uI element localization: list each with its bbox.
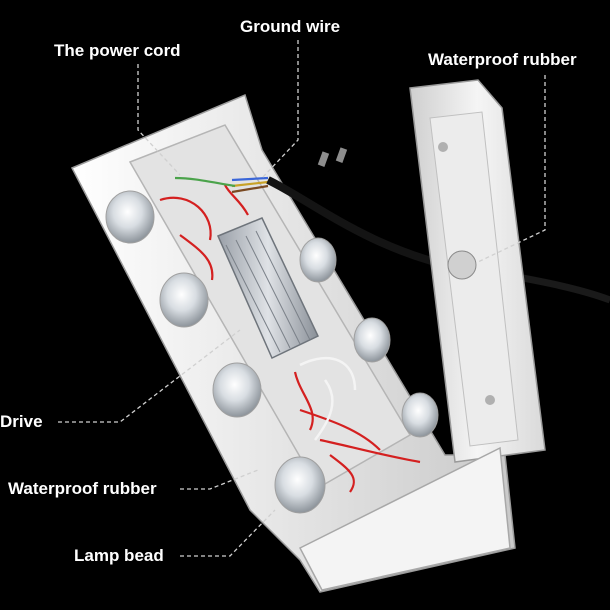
red-wires bbox=[159, 184, 421, 493]
leader-power-cord bbox=[137, 64, 181, 176]
black-cord bbox=[266, 176, 461, 272]
label-lamp-bead: Lamp bead bbox=[74, 546, 164, 565]
lamp-bead bbox=[353, 317, 391, 363]
leader-lines bbox=[58, 40, 546, 557]
lid-inner bbox=[429, 111, 519, 447]
leader-lamp-bead bbox=[180, 509, 276, 557]
leader-ground-wire bbox=[261, 40, 299, 179]
label-power-cord: The power cord bbox=[54, 41, 181, 60]
label-waterproof-rubber-top: Waterproof rubber bbox=[428, 50, 577, 69]
cord-conductors bbox=[174, 176, 269, 194]
leader-drive bbox=[58, 329, 241, 423]
lamp-bead bbox=[401, 392, 439, 438]
white-wires bbox=[299, 356, 357, 441]
screw-hole bbox=[438, 142, 448, 152]
lamp-bead bbox=[105, 190, 155, 244]
leader-waterproof-bottom bbox=[180, 469, 259, 490]
lid-grommet bbox=[447, 250, 477, 280]
screws bbox=[317, 147, 348, 167]
screw-hole bbox=[485, 395, 495, 405]
lamp-bead bbox=[274, 456, 326, 514]
label-waterproof-rubber-bottom: Waterproof rubber bbox=[8, 479, 157, 498]
lamp-bead bbox=[159, 272, 209, 328]
lamp-bead bbox=[212, 362, 262, 418]
housing-end-cap bbox=[298, 446, 511, 591]
leader-waterproof-top bbox=[477, 75, 546, 263]
label-drive: Drive bbox=[0, 412, 43, 431]
label-ground-wire: Ground wire bbox=[240, 17, 341, 36]
lamp-beads bbox=[105, 190, 439, 514]
lamp-bead bbox=[299, 237, 337, 283]
driver-box bbox=[217, 217, 319, 360]
